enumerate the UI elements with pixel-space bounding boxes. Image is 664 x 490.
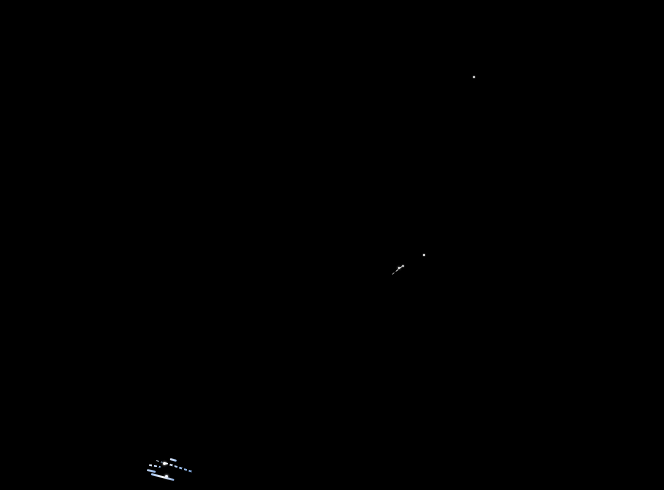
trail-lower-main <box>150 473 175 481</box>
flare-center-streak-tip <box>402 265 404 267</box>
flare-upper-trail-head <box>162 461 166 465</box>
center-mini-streak <box>391 266 403 276</box>
trail-upper-side-dash <box>169 458 178 462</box>
star-upper-right <box>473 76 475 78</box>
dash-middle-left <box>148 464 162 468</box>
star-mid-right <box>423 254 425 256</box>
trail-upper-main <box>164 462 194 473</box>
